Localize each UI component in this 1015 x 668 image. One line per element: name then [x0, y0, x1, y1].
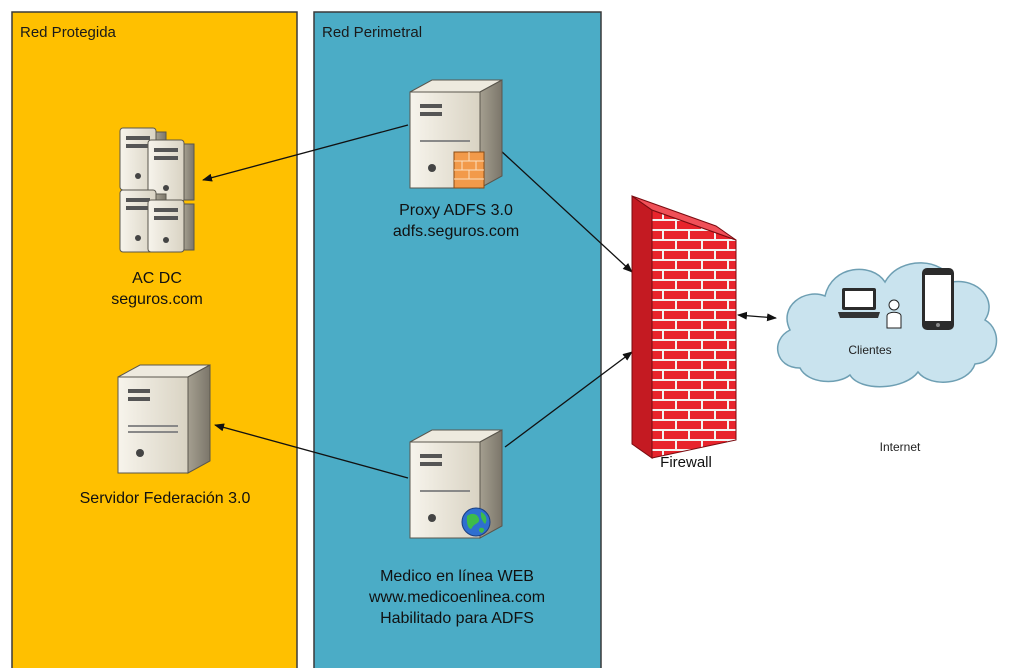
proxy-caption: Proxy ADFS 3.0 adfs.seguros.com	[393, 200, 519, 242]
protected-zone-title: Red Protegida	[20, 24, 116, 41]
web-app-url-label: www.medicoenlinea.com	[368, 589, 546, 606]
firewall-wall-icon	[631, 195, 737, 459]
proxy-label: Proxy ADFS 3.0	[399, 202, 513, 219]
globe-icon	[461, 507, 491, 537]
protected-zone	[11, 11, 298, 668]
proxy-to-firewall-line	[499, 149, 633, 273]
proxy-domain-label: adfs.seguros.com	[392, 223, 520, 240]
perimeter-zone-title: Red Perimetral	[322, 24, 423, 41]
proxy-firewall-badge-icon	[453, 151, 485, 189]
firewall-caption: Firewall	[660, 452, 712, 473]
internet-label: Internet	[879, 440, 921, 454]
mobile-phone-icon	[922, 268, 954, 330]
ac-dc-caption: AC DC seguros.com	[111, 268, 203, 310]
web-server-icon	[409, 429, 503, 539]
proxy-to-acdc-arrow	[202, 124, 409, 182]
web-app-caption: Medico en línea WEB www.medicoenlinea.co…	[369, 566, 545, 629]
federation-server-label: Servidor Federación 3.0	[79, 490, 251, 507]
web-app-label: Medico en línea WEB	[380, 568, 534, 585]
firewall-clients-arrow	[737, 311, 777, 322]
proxy-server-icon	[409, 79, 503, 189]
ac-dc-domain-label: seguros.com	[111, 291, 203, 308]
firewall-label: Firewall	[660, 454, 712, 471]
federation-server-caption: Servidor Federación 3.0	[80, 488, 251, 509]
webapp-to-firewall-line	[504, 351, 633, 448]
clients-label: Clientes	[848, 343, 892, 357]
user-icon	[886, 299, 902, 329]
laptop-icon	[838, 288, 880, 318]
federation-server-icon	[117, 364, 211, 474]
web-app-adfs-label: Habilitado para ADFS	[380, 610, 534, 627]
ac-dc-label: AC DC	[132, 270, 182, 287]
webapp-to-federation-arrow	[214, 423, 409, 479]
ac-dc-server-cluster-icon	[119, 127, 195, 253]
